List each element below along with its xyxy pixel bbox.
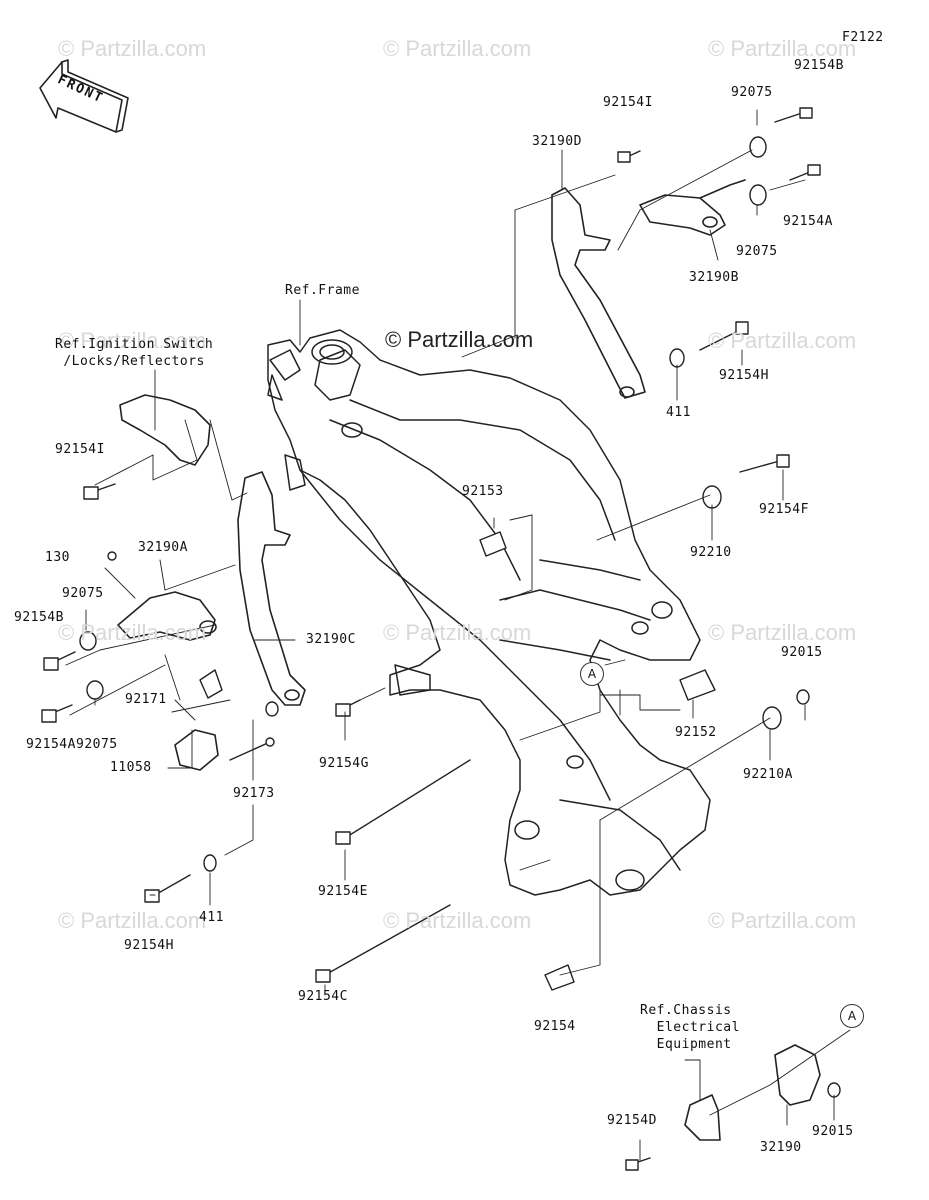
watermark: © Partzilla.com <box>58 328 207 353</box>
ref-ignition: Ref.Ignition Switch /Locks/Reflectors <box>55 337 214 369</box>
part-label: 411 <box>666 405 691 420</box>
part-label: 11058 <box>110 760 152 775</box>
watermark: © Partzilla.com <box>58 36 207 61</box>
front-arrow-icon <box>39 59 129 133</box>
part-label: 32190B <box>689 270 739 285</box>
part-label: 92171 <box>125 692 167 707</box>
part-label: 92173 <box>233 786 275 801</box>
bolts <box>41 107 821 1171</box>
bracket-32190a <box>117 591 217 641</box>
part-label: 92154I <box>55 442 105 457</box>
figure-code: F2122 <box>842 30 884 45</box>
part-label: 130 <box>45 550 70 565</box>
callout-marker: A <box>840 1004 864 1028</box>
part-label: 92154G <box>319 756 369 771</box>
ref-chassis: Ref.Chassis Electrical Equipment <box>640 1003 740 1052</box>
part-label: 92154B <box>14 610 64 625</box>
part-label: 92075 <box>62 586 104 601</box>
part-label: 92152 <box>675 725 717 740</box>
part-label: 92154C <box>298 989 348 1004</box>
watermark-main: © Partzilla.com <box>385 327 534 352</box>
part-label: 32190D <box>532 134 582 149</box>
watermark: © Partzilla.com <box>708 620 857 645</box>
watermark: © Partzilla.com <box>708 908 857 933</box>
watermark: © Partzilla.com <box>383 908 532 933</box>
part-label: 92154A <box>783 214 833 229</box>
watermark: © Partzilla.com <box>708 328 857 353</box>
part-label: 32190C <box>306 632 356 647</box>
frame-body <box>267 329 711 896</box>
part-label: 92153 <box>462 484 504 499</box>
part-label: 92210 <box>690 545 732 560</box>
ref-frame: Ref.Frame <box>285 283 360 298</box>
part-label: 92015 <box>812 1124 854 1139</box>
part-label: 92210A <box>743 767 793 782</box>
part-label: 92154H <box>124 938 174 953</box>
part-label: 92154E <box>318 884 368 899</box>
bracket-11058 <box>174 729 219 771</box>
part-label: 92154I <box>603 95 653 110</box>
watermark: © Partzilla.com <box>58 908 207 933</box>
part-label: 92154F <box>759 502 809 517</box>
part-label: 92075 <box>731 85 773 100</box>
ignition-bracket <box>119 394 211 466</box>
washers <box>79 136 841 1098</box>
part-label: 411 <box>199 910 224 925</box>
bracket-32190b <box>639 179 746 236</box>
watermark: © Partzilla.com <box>58 620 207 645</box>
part-label: 92015 <box>781 645 823 660</box>
part-label: 92075 <box>76 737 118 752</box>
bracket-32190d <box>551 187 646 399</box>
callout-marker: A <box>580 662 604 686</box>
part-label: 92075 <box>736 244 778 259</box>
part-label: 92154A <box>26 737 76 752</box>
bracket-32190 <box>684 1044 821 1141</box>
part-label: 92154B <box>794 58 844 73</box>
part-label: 92154 <box>534 1019 576 1034</box>
part-label: 32190 <box>760 1140 802 1155</box>
part-label: 32190A <box>138 540 188 555</box>
watermark: © Partzilla.com <box>383 620 532 645</box>
part-label: 92154D <box>607 1113 657 1128</box>
watermark: © Partzilla.com <box>708 36 857 61</box>
watermark: © Partzilla.com <box>383 36 532 61</box>
leader-lines <box>65 109 851 1161</box>
part-label: 92154H <box>719 368 769 383</box>
bracket-32190c <box>237 471 306 706</box>
